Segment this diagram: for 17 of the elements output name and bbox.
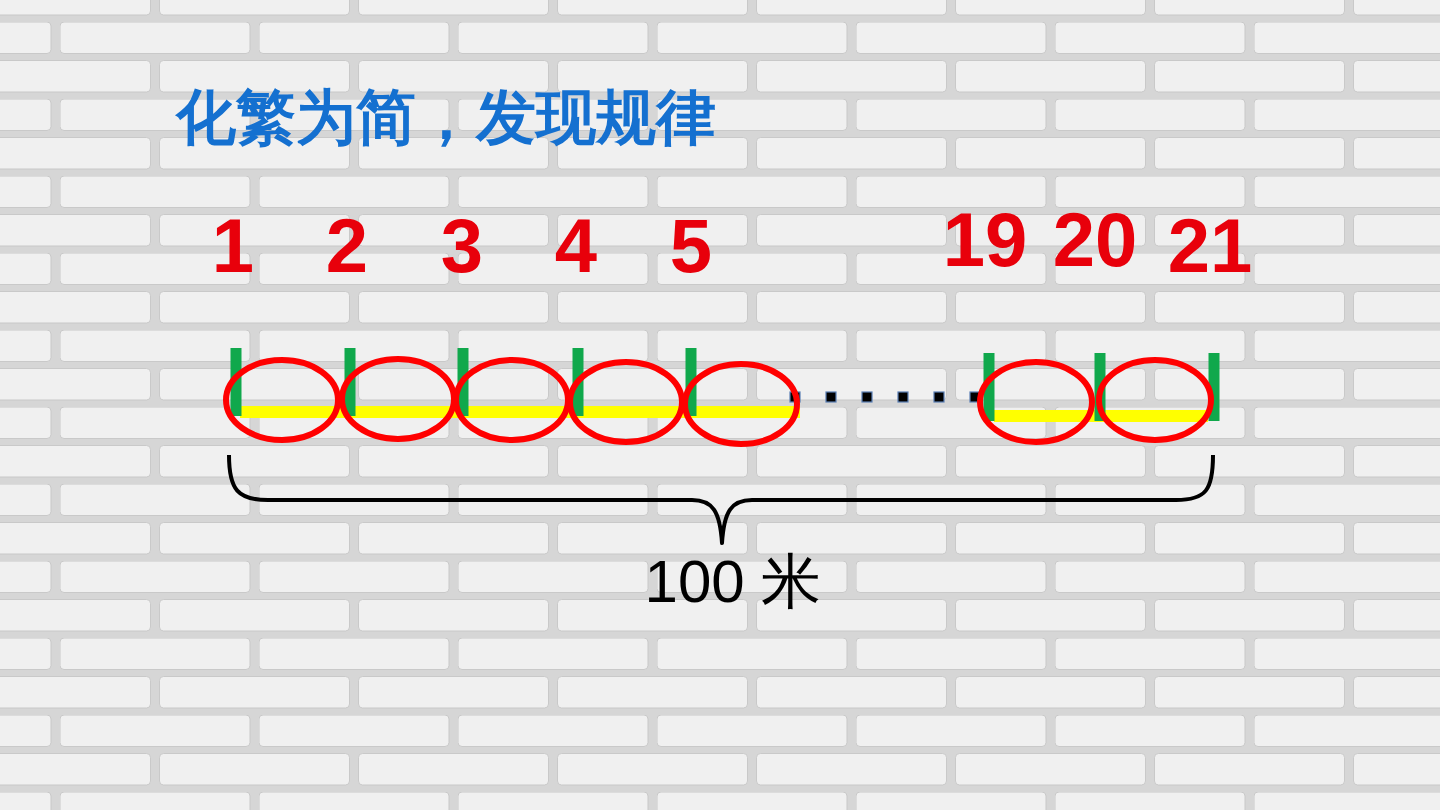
interval-ellipse [453, 357, 571, 443]
position-number: 20 [1052, 202, 1138, 278]
position-number: 2 [325, 208, 369, 284]
position-number: 1 [211, 208, 255, 284]
interval-ellipse [977, 359, 1095, 445]
position-number: 4 [554, 208, 598, 284]
interval-ellipse [223, 357, 341, 443]
interval-ellipse [1096, 357, 1214, 443]
interval-ellipse [339, 356, 457, 442]
dimension-label: 100 米 [644, 552, 822, 612]
title: 化繁为简，发现规律 [176, 87, 716, 147]
interval-ellipse [567, 359, 685, 445]
position-number: 5 [669, 208, 713, 284]
position-number: 19 [942, 202, 1028, 278]
position-number: 3 [440, 208, 484, 284]
position-number: 21 [1167, 208, 1253, 284]
interval-ellipse [682, 361, 800, 447]
